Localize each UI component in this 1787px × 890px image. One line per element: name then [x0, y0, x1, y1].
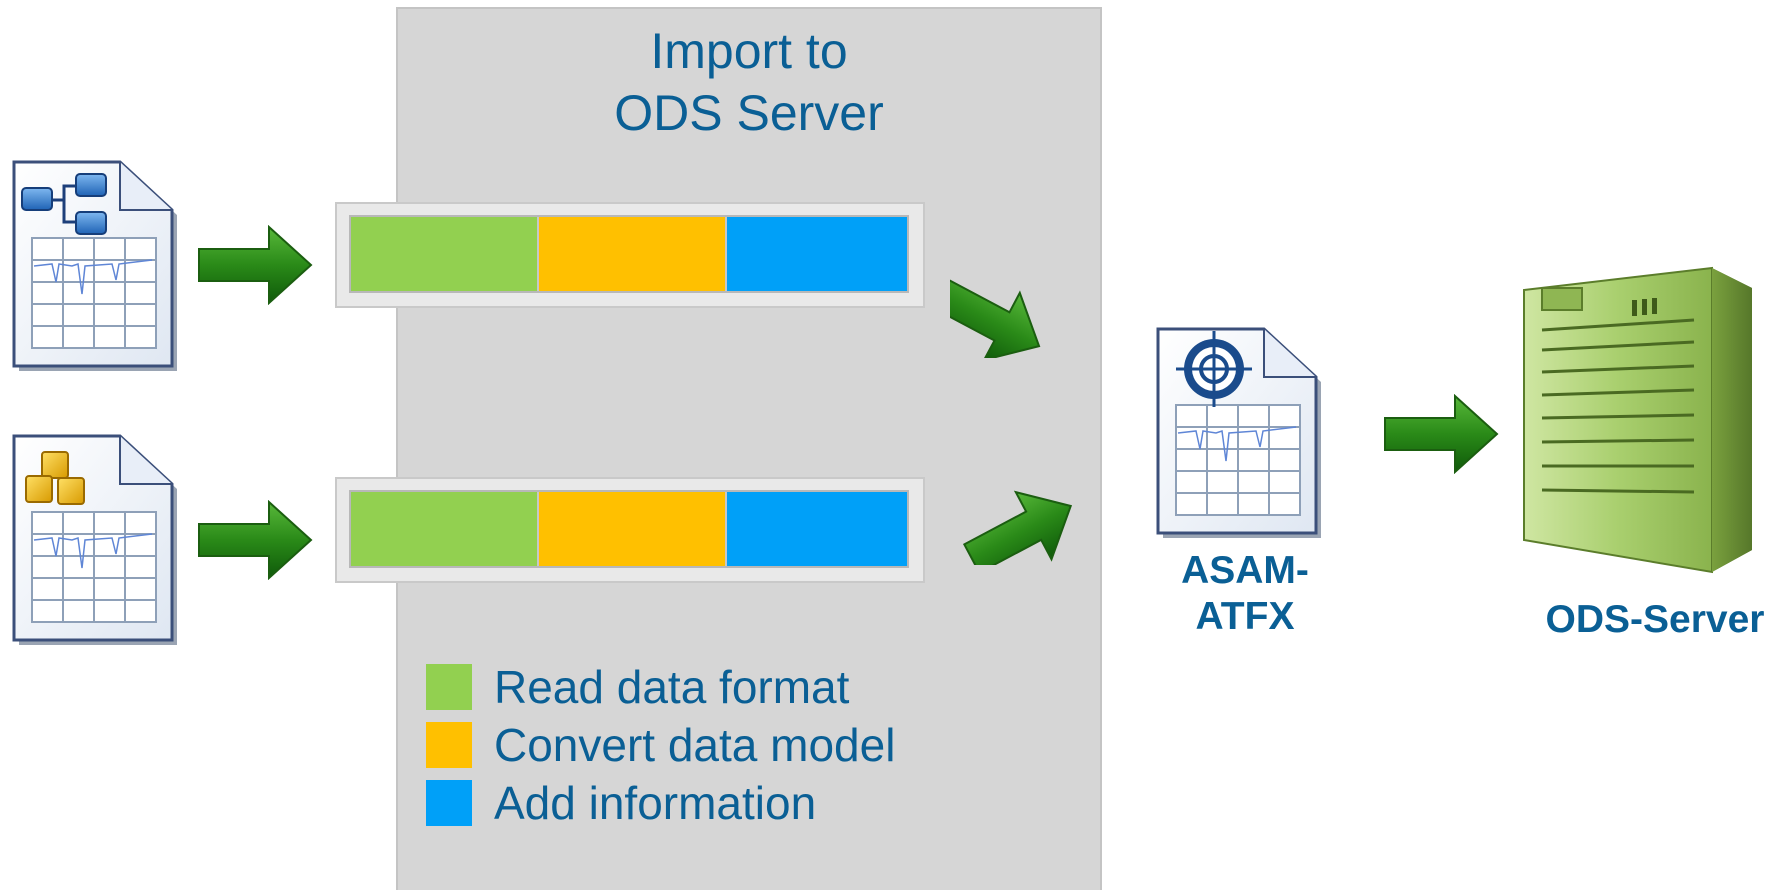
- legend-label-read: Read data format: [494, 661, 850, 713]
- pipeline-bar-1: [349, 215, 909, 293]
- legend-swatch-read: [426, 664, 472, 710]
- legend-item-convert: Convert data model: [426, 716, 895, 774]
- atfx-label-line1: ASAM-: [1181, 549, 1309, 592]
- stage-add-2: [725, 492, 907, 566]
- green-arrow-icon: [953, 471, 1080, 565]
- cubes-glyph: [25, 451, 85, 505]
- legend-item-add: Add information: [426, 774, 895, 832]
- panel-title: Import to ODS Server: [396, 20, 1102, 144]
- server-label: ODS-Server: [1545, 598, 1765, 641]
- green-arrow-icon: [198, 226, 312, 304]
- cubes-document-icon: [12, 434, 179, 647]
- asam-logo-document-icon: [1156, 327, 1323, 540]
- stage-add-1: [725, 217, 907, 291]
- green-arrow-icon: [950, 259, 1058, 358]
- stage-read-1: [351, 217, 537, 291]
- legend-swatch-convert: [426, 722, 472, 768]
- panel-title-line1: Import to: [650, 23, 848, 79]
- import-panel: [396, 7, 1102, 890]
- atfx-label-line2: ATFX: [1195, 595, 1295, 638]
- legend-label-convert: Convert data model: [494, 719, 896, 771]
- legend-swatch-add: [426, 780, 472, 826]
- pipeline-bar-2: [349, 490, 909, 568]
- server-icon: [1523, 266, 1752, 574]
- hierarchy-nodes: [21, 173, 107, 235]
- legend-item-read: Read data format: [426, 658, 895, 716]
- asam-logo-icon: [1176, 331, 1252, 407]
- legend: Read data format Convert data model Add …: [426, 658, 895, 832]
- stage-convert-1: [537, 217, 725, 291]
- hierarchy-document-icon: [12, 160, 179, 373]
- stage-read-2: [351, 492, 537, 566]
- green-arrow-icon: [1384, 395, 1498, 473]
- green-arrow-icon: [198, 501, 312, 579]
- legend-label-add: Add information: [494, 777, 817, 829]
- stage-convert-2: [537, 492, 725, 566]
- panel-title-line2: ODS Server: [614, 85, 884, 141]
- atfx-label: ASAM- ATFX: [1150, 548, 1340, 640]
